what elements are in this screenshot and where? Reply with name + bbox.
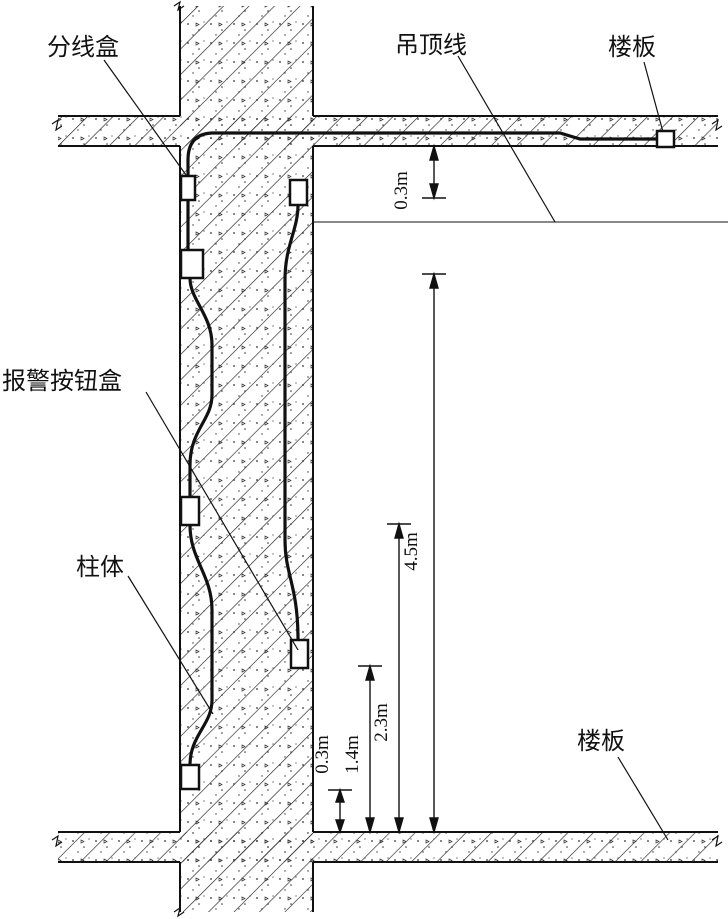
dimension-2-3m: 2.3m <box>370 703 392 742</box>
label-floor-slab-bottom: 楼板 <box>577 727 625 755</box>
label-floor-slab-top: 楼板 <box>608 33 656 61</box>
dimension-lines <box>328 143 446 835</box>
alarm-box-top <box>288 178 309 207</box>
dimension-4-5m: 4.5m <box>400 532 422 571</box>
ceiling-junction-box <box>655 129 676 149</box>
junction-box-1 <box>179 174 197 202</box>
label-alarm-button-box: 报警按钮盒 <box>2 367 122 395</box>
label-column: 柱体 <box>76 553 124 581</box>
dimension-0-3m-bottom: 0.3m <box>311 735 333 774</box>
junction-box-4 <box>179 763 201 791</box>
junction-box-3 <box>179 495 201 527</box>
alarm-button-box <box>289 638 310 670</box>
leader-lines <box>103 55 669 841</box>
label-junction-box: 分线盒 <box>47 33 119 61</box>
top-floor-slab <box>51 115 723 147</box>
dimension-0-3m-top: 0.3m <box>390 171 412 210</box>
label-ceiling-line: 吊顶线 <box>395 31 467 59</box>
junction-box-2 <box>179 248 205 280</box>
column-body <box>173 0 314 918</box>
junction-boxes <box>179 129 676 791</box>
conduit-wiring <box>186 131 665 766</box>
dimension-1-4m: 1.4m <box>341 735 363 774</box>
bottom-floor-slab <box>51 831 723 863</box>
